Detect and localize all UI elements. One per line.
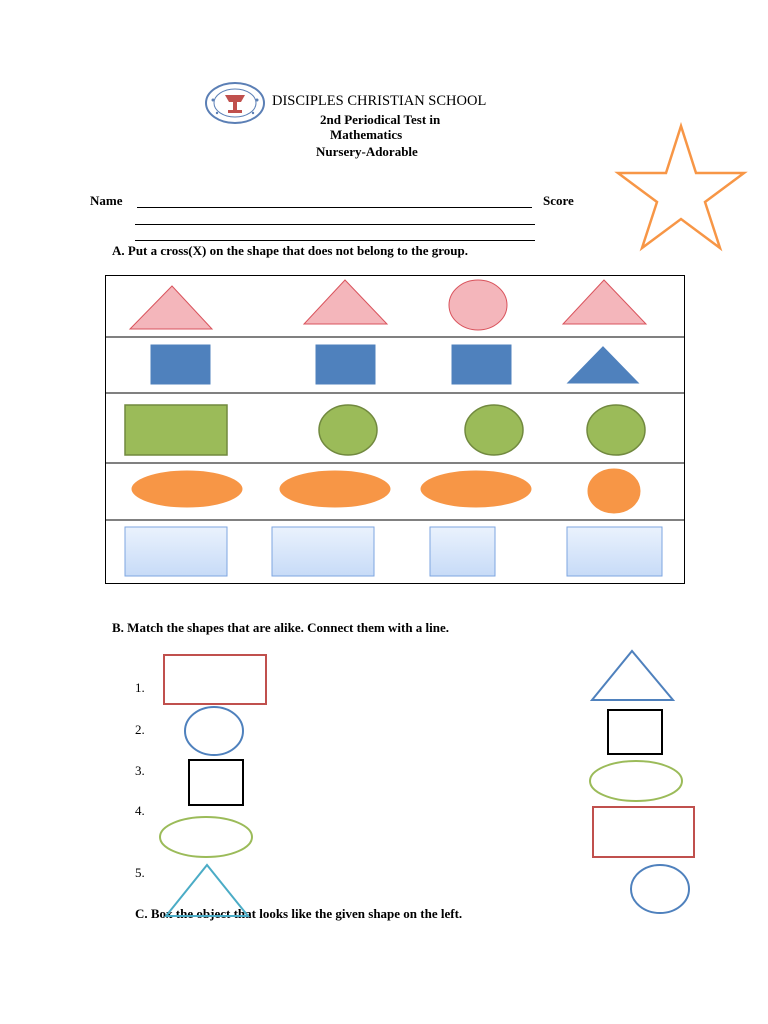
triangle-shape[interactable] <box>302 279 389 325</box>
circle-shape[interactable] <box>318 404 378 456</box>
test-title: 2nd Periodical Test in <box>320 112 441 127</box>
item-number-2: 2. <box>135 722 145 737</box>
section-b-instruction: B. Match the shapes that are alike. Conn… <box>112 620 450 635</box>
name-label: Name <box>90 193 123 208</box>
circle-shape[interactable] <box>464 404 524 456</box>
triangle-shape[interactable] <box>561 279 648 325</box>
square-shape[interactable] <box>448 341 515 388</box>
match-right-triangle[interactable] <box>589 649 676 701</box>
match-left-circle[interactable] <box>184 706 244 756</box>
section-a-instruction: A. Put a cross(X) on the shape that does… <box>112 243 468 258</box>
school-seal-logo <box>205 82 265 124</box>
square-shape[interactable] <box>312 341 379 388</box>
rectangle-shape[interactable] <box>124 526 228 577</box>
oval-shape[interactable] <box>276 467 394 511</box>
circle-shape[interactable] <box>448 279 508 331</box>
subject-title: Mathematics <box>330 127 403 142</box>
row-5-blue-rectangles <box>124 526 663 577</box>
match-right-rectangle[interactable] <box>592 806 695 858</box>
level-title: Nursery-Adorable <box>316 144 418 159</box>
square-shape[interactable] <box>147 341 214 388</box>
row-2-squares <box>147 341 647 388</box>
section-c-instruction: C. Box the object that looks like the gi… <box>135 906 463 921</box>
row-4-orange-shapes <box>128 465 644 517</box>
item-number-5: 5. <box>135 865 145 880</box>
rectangle-shape[interactable] <box>271 526 375 577</box>
square-shape[interactable] <box>429 526 496 577</box>
rectangle-shape[interactable] <box>124 404 228 456</box>
match-left-triangle[interactable] <box>160 862 256 922</box>
star-icon <box>614 122 748 252</box>
rectangle-shape[interactable] <box>566 526 663 577</box>
score-label: Score <box>543 193 574 208</box>
writing-line[interactable] <box>135 240 535 241</box>
triangle-shape[interactable] <box>128 285 214 330</box>
item-number-3: 3. <box>135 763 145 778</box>
circle-shape[interactable] <box>586 404 646 456</box>
item-number-4: 4. <box>135 803 145 818</box>
row-3-green-shapes <box>124 404 646 456</box>
school-name: DISCIPLES CHRISTIAN SCHOOL <box>272 93 487 109</box>
name-line[interactable] <box>137 207 532 208</box>
row-1-triangles <box>128 279 648 331</box>
match-right-circle[interactable] <box>630 864 690 914</box>
writing-line[interactable] <box>135 224 535 225</box>
oval-shape[interactable] <box>128 467 246 511</box>
match-left-square[interactable] <box>188 759 244 806</box>
match-left-rectangle[interactable] <box>163 654 267 705</box>
oval-shape[interactable] <box>417 467 535 511</box>
section-a-shape-grid <box>105 275 685 584</box>
item-number-1: 1. <box>135 680 145 695</box>
section-b-match-shapes <box>159 649 695 914</box>
match-right-oval[interactable] <box>589 760 683 802</box>
circle-shape[interactable] <box>584 465 644 517</box>
triangle-shape[interactable] <box>559 341 647 387</box>
match-right-square[interactable] <box>607 709 663 755</box>
match-left-oval[interactable] <box>159 816 253 858</box>
